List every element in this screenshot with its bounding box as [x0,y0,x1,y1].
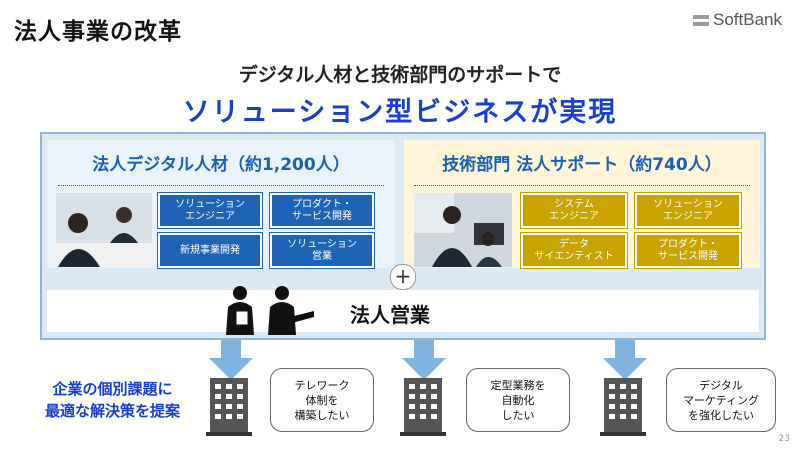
page-number: 23 [778,434,790,444]
salesperson-icon [226,286,314,335]
building-icon [206,378,252,436]
headline-2: ソリューション型ビジネスが実現 [182,97,618,128]
tech-team-photo [414,193,512,267]
need-bubble-marketing: デジタル マーケティング を強化したい [666,368,776,432]
down-arrow-icon [402,340,446,380]
building-icon [400,378,446,436]
logo-bars-icon [693,14,709,26]
building-icon [600,378,646,436]
divider [414,185,750,186]
proposal-caption: 企業の個別課題に 最適な解決策を提案 [44,380,180,420]
digital-talent-title: 法人デジタル人材（約1,200人） [92,155,350,175]
slide-title: 法人事業の改革 [14,19,182,45]
need-bubble-automation: 定型業務を 自動化 したい [466,368,570,432]
role-solution-engineer: ソリューション エンジニア [157,192,263,229]
role-new-business: 新規事業開発 [157,232,263,269]
softbank-logo: SoftBank [693,10,782,30]
role-product-development: プロダクト・ サービス開発 [269,192,375,229]
meeting-photo [56,193,152,267]
role-solution-sales: ソリューション 営業 [269,232,375,269]
role-system-engineer: システム エンジニア [520,192,628,229]
plus-icon: + [390,264,416,290]
down-arrow-icon [603,340,647,380]
logo-text: SoftBank [713,10,782,29]
sales-bar [47,290,759,332]
divider [58,185,384,186]
sales-label: 法人営業 [350,303,430,327]
down-arrow-icon [209,340,253,380]
need-bubble-telework: テレワーク 体制を 構築したい [270,368,374,432]
role-data-scientist: データ サイエンティスト [520,232,628,269]
role-product-development: プロダクト・ サービス開発 [634,232,742,269]
role-solution-engineer: ソリューション エンジニア [634,192,742,229]
headline-1: デジタル人材と技術部門のサポートで [238,64,562,86]
tech-support-title: 技術部門 法人サポート（約740人） [442,155,722,175]
